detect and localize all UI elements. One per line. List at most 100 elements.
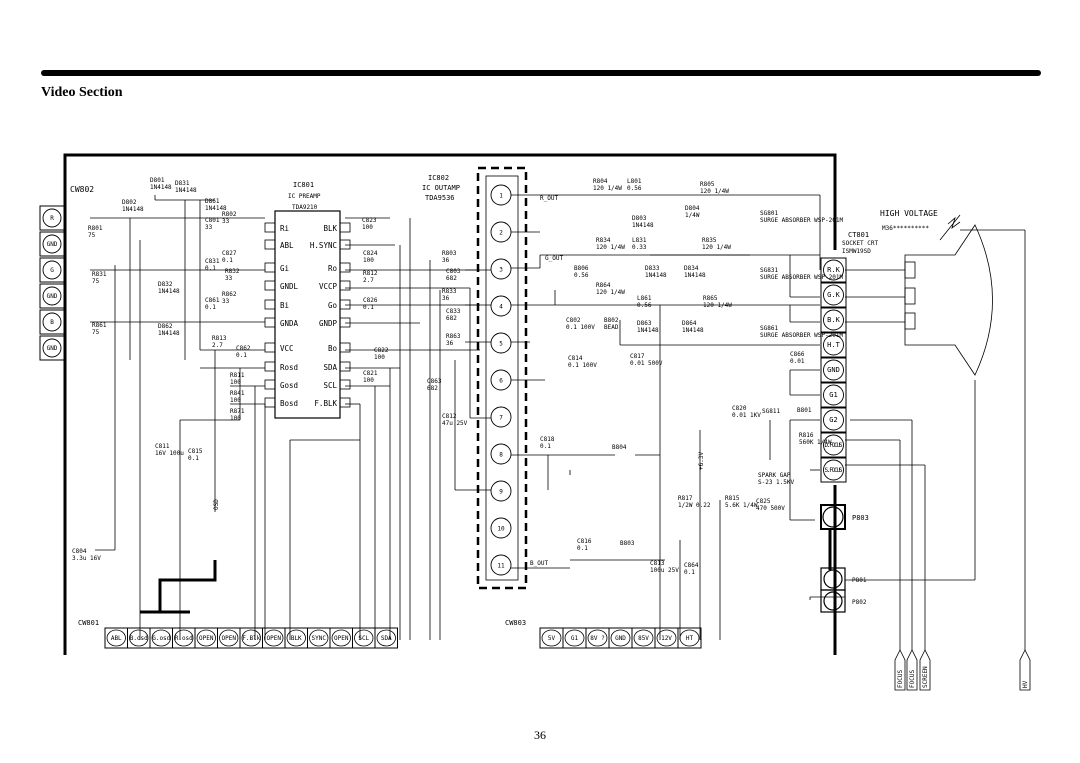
ic802-pin-circle xyxy=(490,369,512,391)
cw802-pin-circle xyxy=(42,286,62,306)
ct801-pin-label: S.FOCUS xyxy=(825,467,843,474)
component-ref: D801 xyxy=(150,177,165,184)
ic802-pin-number: 8 xyxy=(499,452,503,459)
component-value: 1N4148 xyxy=(684,272,706,279)
ic802-ref: IC802 xyxy=(428,174,449,182)
component-value: 33 xyxy=(205,224,213,231)
ic801-pin-name: Bo xyxy=(328,344,338,353)
component-ref: D831 xyxy=(175,180,190,187)
cw801-pin-box xyxy=(374,627,398,649)
component-value: 3.3u 16V xyxy=(72,555,101,562)
cw801-pin-label: ABL xyxy=(111,635,122,642)
component-ref: C824 xyxy=(363,250,378,257)
ct801-pin-circle xyxy=(823,434,844,456)
component-ref: C864 xyxy=(684,562,699,569)
component-value: 0.1 xyxy=(540,443,551,450)
component-ref: R831 xyxy=(92,271,107,278)
component-value: 1N4148 xyxy=(205,205,227,212)
lead-tag xyxy=(1019,649,1031,691)
component-value: 120 1/4W xyxy=(702,244,731,251)
ic801-pin-left xyxy=(264,379,276,390)
ct801-pin-circle xyxy=(823,359,844,381)
component-value: 1N4148 xyxy=(682,327,704,334)
component-ref: C815 xyxy=(188,448,203,455)
component-value: 0.1 xyxy=(205,265,216,272)
ic801-part: TDA9210 xyxy=(292,204,318,211)
component-ref: R861 xyxy=(92,322,107,329)
component-ref: R802 xyxy=(222,211,237,218)
cw803-pin-label: 85V xyxy=(638,635,649,642)
component-value: 1N4148 xyxy=(175,187,197,194)
ct801-pin-circle xyxy=(823,409,844,431)
component-ref: R817 xyxy=(678,495,693,502)
ic802-pin-circle xyxy=(490,221,512,243)
lead-tag-label: FOCUS xyxy=(909,670,916,688)
m36-label: M36********** xyxy=(882,225,929,232)
ic801-pin-left xyxy=(264,342,276,353)
lead-tag-label: FOCUS xyxy=(897,670,904,688)
component-value: 1N4148 xyxy=(158,330,180,337)
component-ref: D863 xyxy=(637,320,652,327)
cw802-pin-label: GND xyxy=(47,345,58,352)
component-ref: C831 xyxy=(205,258,220,265)
ic801-pin-left xyxy=(264,317,276,328)
ic801-pin-left xyxy=(264,239,276,250)
component-ref: C801 xyxy=(205,217,220,224)
component-ref: C862 xyxy=(236,345,251,352)
component-value: 47u 25V xyxy=(442,420,468,427)
p803-terminal: P803 xyxy=(820,504,869,530)
p801-label: P801 xyxy=(852,577,867,584)
component-value: 0.1 xyxy=(236,352,247,359)
component-ref: R815 xyxy=(725,495,740,502)
ct801-pin-box xyxy=(820,407,847,433)
cw801-pin-label: R.osd xyxy=(175,635,193,642)
component-ref: C818 xyxy=(540,436,555,443)
cw802-pin-label: R xyxy=(50,215,54,222)
ic801-pin-right xyxy=(339,222,351,233)
component-ref: R813 xyxy=(212,335,227,342)
ic802-pin-circle xyxy=(490,480,512,502)
component-value: 0.1 xyxy=(577,545,588,552)
component-ref: D864 xyxy=(682,320,697,327)
cw801-pin-label: SYNC xyxy=(312,635,327,642)
cw801-pin-label: OPEN xyxy=(199,635,214,642)
component-value: 100u 25V xyxy=(650,567,679,574)
component-ref: R803 xyxy=(442,250,457,257)
ct801-pin-box xyxy=(820,382,847,408)
high-voltage-label: HIGH VOLTAGE xyxy=(880,209,938,218)
plus63v-label: +6.3V xyxy=(698,452,705,470)
component-ref: D802 xyxy=(122,199,137,206)
ic802-pin-number: 10 xyxy=(497,526,505,533)
ct801-pin-box xyxy=(820,457,847,483)
component-ref: SG831 xyxy=(760,267,778,274)
ct801-pin-label: GND xyxy=(827,366,840,374)
component-ref: R816 xyxy=(799,432,814,439)
p801-terminal: P801 xyxy=(820,567,867,591)
cw802-pin-label: B xyxy=(50,319,54,326)
component-ref: C861 xyxy=(205,297,220,304)
ic801-pin-left xyxy=(264,361,276,372)
component-value: 1N4148 xyxy=(158,288,180,295)
b-out-label: B_OUT xyxy=(530,560,548,567)
component-ref: SPARK GAP xyxy=(758,472,791,479)
component-ref: D834 xyxy=(684,265,699,272)
component-ref: C826 xyxy=(363,297,378,304)
cw801-pin-label: BLK xyxy=(291,635,302,642)
ct801-pin-circle xyxy=(823,384,844,406)
cw801-pin-circle xyxy=(241,629,261,647)
ic801-pin-left xyxy=(264,222,276,233)
ic801-pin-right xyxy=(339,361,351,372)
component-ref: C803 xyxy=(446,268,461,275)
cw803-pin-label: HT xyxy=(686,635,694,642)
cw801-pin-circle xyxy=(264,629,284,647)
component-value: 1/2W 0.22 xyxy=(678,502,711,509)
cw801-pin-circle xyxy=(286,629,306,647)
component-ref: D861 xyxy=(205,198,220,205)
component-value: 100 xyxy=(363,377,374,384)
component-ref: C822 xyxy=(374,347,389,354)
cw803-pin-box xyxy=(677,627,702,649)
component-value: 682 xyxy=(446,275,457,282)
component-value: SURGE ABSORBER WSP-201M xyxy=(760,332,843,339)
ct801-pin-circle xyxy=(823,259,844,281)
